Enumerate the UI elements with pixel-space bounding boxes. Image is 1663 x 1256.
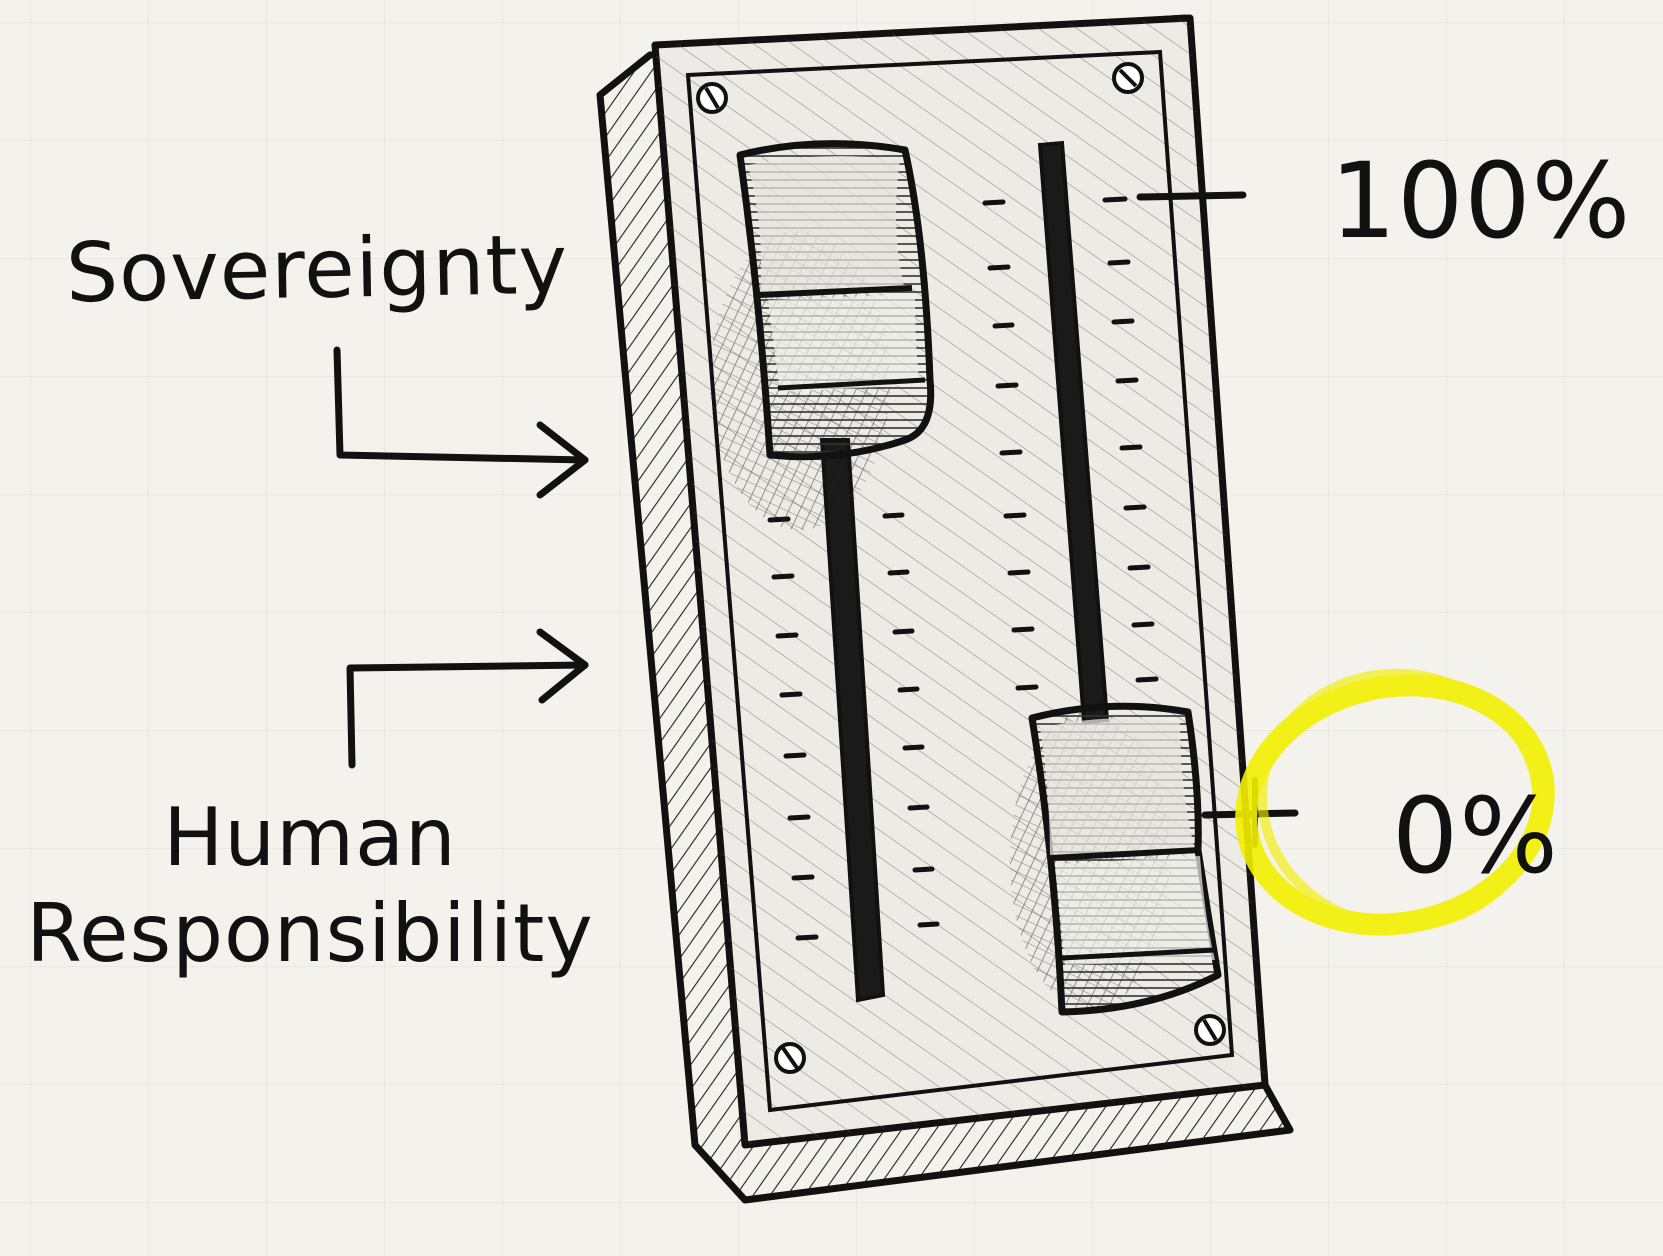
arrow-icon (337, 350, 585, 495)
sovereignty-label: Sovereignty (65, 218, 569, 322)
human-responsibility-slider-knob[interactable] (1032, 706, 1218, 1012)
human-responsibility-label: Human Responsibility (0, 790, 620, 982)
sovereignty-slider-knob[interactable] (740, 144, 931, 457)
scale-label-0: 0% (1392, 775, 1559, 897)
scale-pointer-100 (1140, 195, 1243, 197)
scale-label-100: 100% (1330, 140, 1631, 262)
arrow-icon (350, 632, 585, 765)
